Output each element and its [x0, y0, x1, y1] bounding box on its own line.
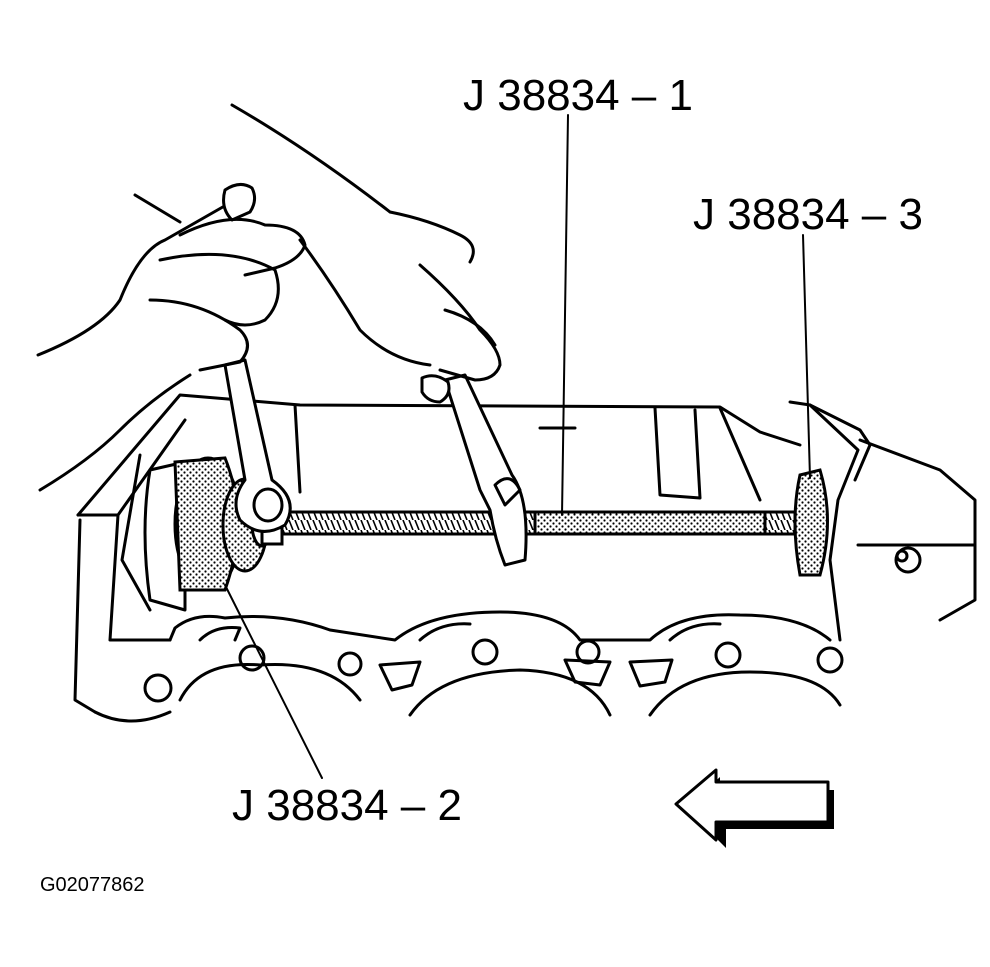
wrench-left	[223, 358, 292, 533]
label-tool-3: J 38834 – 3	[693, 190, 923, 239]
leader-tool-3	[802, 234, 811, 479]
label-tool-1: J 38834 – 1	[463, 71, 693, 120]
label-tool-2: J 38834 – 2	[232, 781, 462, 830]
hand-left	[36, 183, 307, 492]
guide-right	[793, 468, 829, 577]
engine-block	[73, 393, 977, 723]
figure-id: G02077862	[40, 874, 145, 896]
leader-tool-1	[561, 114, 569, 516]
wrench-right	[443, 373, 528, 567]
leader-tool-2	[224, 584, 323, 779]
left-arrow-icon	[674, 768, 834, 848]
hand-right	[230, 103, 502, 404]
